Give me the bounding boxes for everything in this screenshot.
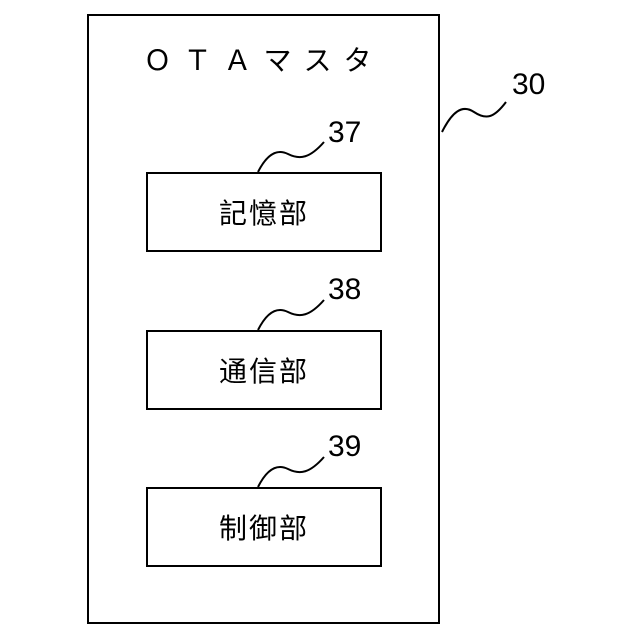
- communication-unit-block: 通信部: [146, 330, 382, 410]
- control-unit-block: 制御部: [146, 487, 382, 567]
- ref-label-37: 37: [328, 116, 361, 150]
- ref-label-38: 38: [328, 273, 361, 307]
- ref-label-30: 30: [512, 68, 545, 102]
- ref-label-39: 39: [328, 430, 361, 464]
- leader-line-30: [442, 102, 506, 132]
- storage-unit-block: 記憶部: [146, 172, 382, 252]
- ota-master-title: ＯＴＡマスタ: [87, 44, 440, 78]
